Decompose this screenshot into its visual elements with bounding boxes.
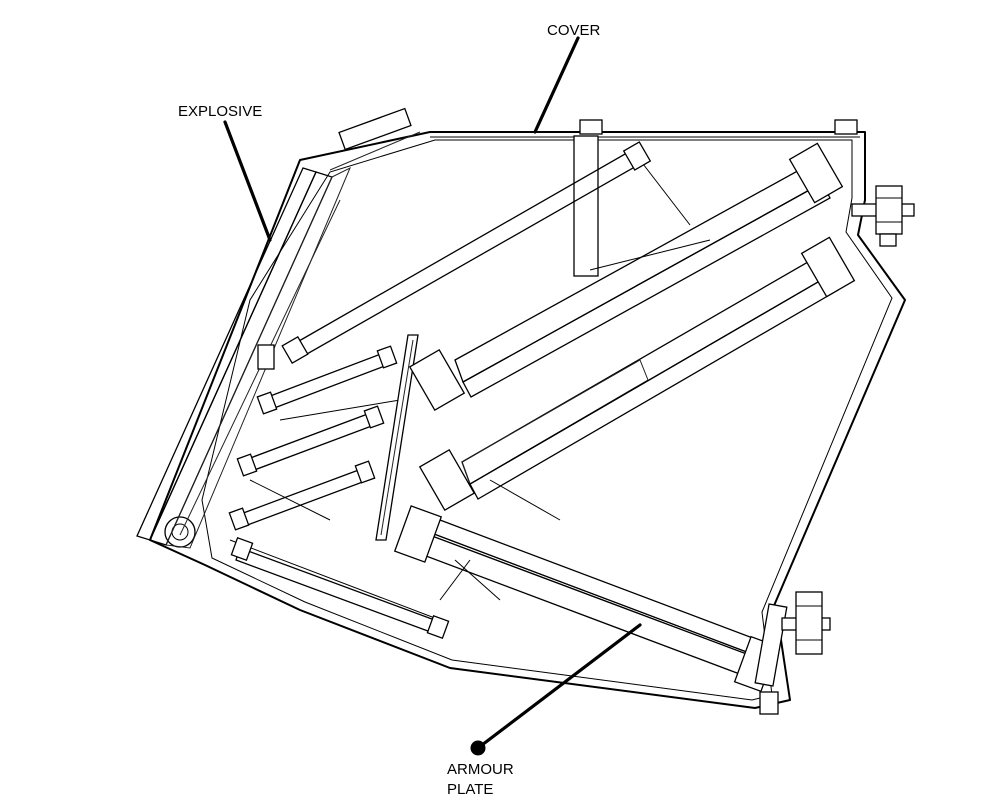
armour-leader	[476, 623, 642, 750]
bolt-top-mid	[579, 119, 603, 135]
plate-5	[235, 547, 441, 635]
armour-plate-lower	[425, 535, 753, 677]
front-sandwich	[136, 107, 421, 549]
explosive-label: EXPLOSIVE	[178, 103, 262, 120]
armour-leader-dot	[470, 740, 486, 756]
bolt-right-lower	[781, 591, 831, 655]
bolt-bottom-right	[759, 691, 779, 715]
armour-label-line1: ARMOUR	[447, 761, 514, 778]
bolt-left-mid	[257, 344, 275, 370]
explosive-layer-upper	[462, 182, 831, 398]
explosive-layer-lower-top	[433, 519, 759, 655]
bolt-top-right	[834, 119, 858, 135]
armour-plate-upper	[454, 162, 823, 383]
armour-label-line2: PLATE	[447, 781, 493, 798]
inner-hull	[201, 139, 893, 701]
explosive-leader	[223, 120, 272, 242]
bolts	[257, 119, 915, 715]
cover-label: COVER	[547, 22, 601, 39]
plate-2	[264, 351, 391, 411]
cover-post	[573, 135, 599, 277]
leaders	[223, 36, 642, 756]
armour-plate-middle	[461, 254, 831, 485]
armour-sandwiches	[393, 142, 856, 693]
explosive-layer-middle	[469, 274, 839, 500]
bolt-right-upper	[851, 185, 915, 247]
cover-leader	[533, 36, 580, 134]
hinge	[164, 516, 196, 548]
plate-3	[244, 411, 378, 473]
plate-4	[237, 467, 369, 528]
thin-plates	[228, 141, 652, 640]
